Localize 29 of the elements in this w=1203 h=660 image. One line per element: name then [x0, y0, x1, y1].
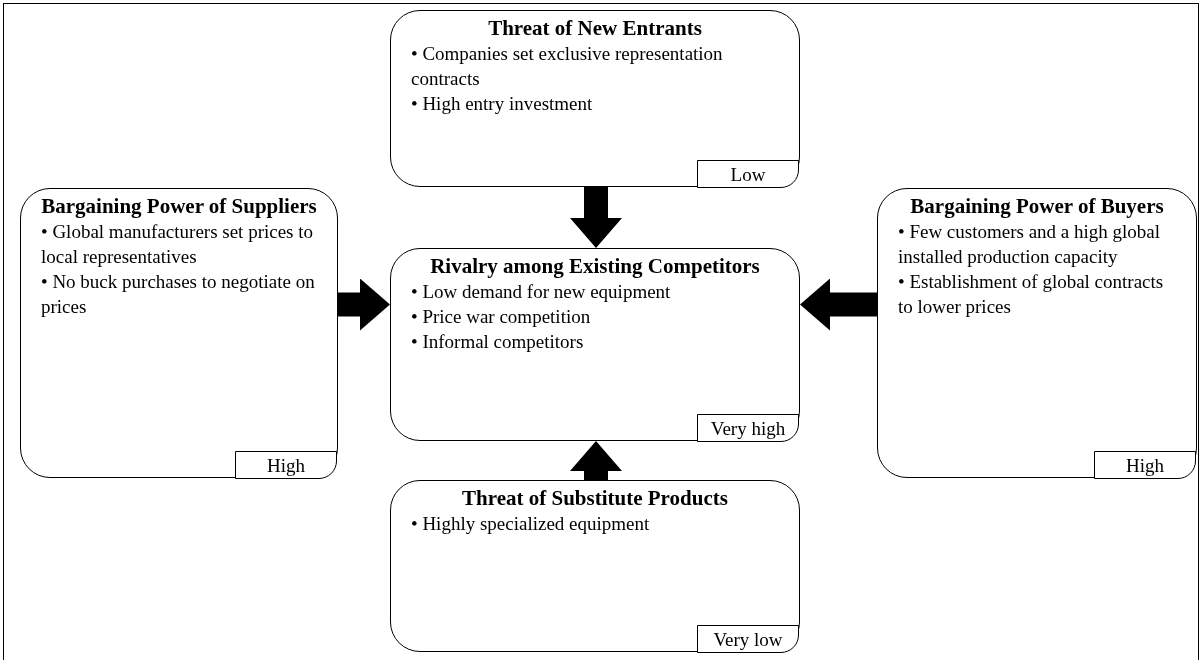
block-arrow [570, 441, 622, 480]
block-arrow [338, 278, 390, 331]
rating-tag: Very high [697, 414, 799, 442]
force-box [390, 248, 800, 441]
bullet-text: • Establishment of global contracts to lower prices [898, 270, 1165, 319]
bullet-text: • Companies set exclusive representation contracts [411, 42, 724, 91]
rating-tag: High [235, 451, 337, 479]
bullet-text: • No buck purchases to negotiate on prices [41, 270, 316, 319]
force-box [20, 188, 338, 478]
bullet-text: • Price war competition [411, 305, 592, 329]
bullet-text: • Few customers and a high global installed production capacity [898, 220, 1162, 269]
rating-tag: High [1094, 451, 1196, 479]
force-heading: Bargaining Power of Suppliers [41, 193, 317, 219]
rating-tag: Low [697, 160, 799, 188]
bullet-text: • High entry investment [411, 92, 594, 116]
bullet-text: • Global manufacturers set prices to local representatives [41, 220, 315, 269]
force-box [390, 10, 800, 187]
block-arrow [570, 187, 622, 248]
bullet-text: • Informal competitors [411, 330, 585, 354]
rating-tag: Very low [697, 625, 799, 653]
bullet-text: • Low demand for new equipment [411, 280, 672, 304]
force-box [877, 188, 1197, 478]
block-arrow [800, 278, 877, 331]
force-box [390, 480, 800, 652]
force-heading: Threat of Substitute Products [461, 485, 729, 511]
force-heading: Rivalry among Existing Competitors [429, 253, 761, 279]
force-heading: Threat of New Entrants [487, 15, 703, 41]
force-heading: Bargaining Power of Buyers [909, 193, 1165, 219]
bullet-text: • Highly specialized equipment [411, 512, 651, 536]
